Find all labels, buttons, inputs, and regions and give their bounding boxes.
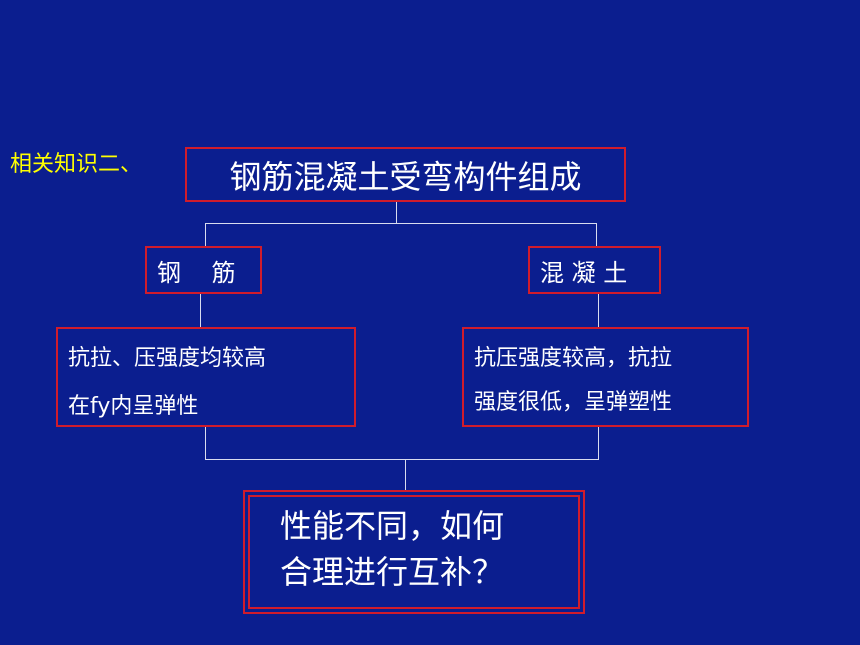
question-line2: 合理进行互补？ bbox=[280, 553, 505, 591]
connector-steel-prop-down bbox=[205, 427, 206, 459]
connector-to-steel bbox=[205, 223, 206, 246]
section-label: 相关知识二、 bbox=[10, 152, 143, 177]
connector-to-concrete bbox=[596, 223, 597, 246]
connector-concrete-prop-down bbox=[598, 427, 599, 459]
steel-property-box: 抗拉、压强度均较高 在fy内呈弹性 bbox=[56, 327, 356, 427]
concrete-property-box: 抗压强度较高，抗拉 强度很低，呈弹塑性 bbox=[462, 327, 749, 427]
concrete-property-line1: 抗压强度较高，抗拉 bbox=[474, 346, 673, 371]
connector-bottom-horizontal bbox=[205, 459, 599, 460]
connector-steel-to-prop bbox=[200, 294, 201, 327]
steel-property-line1: 抗拉、压强度均较高 bbox=[68, 346, 267, 371]
connector-title-down bbox=[396, 202, 397, 224]
steel-name: 钢 筋 bbox=[157, 258, 236, 287]
question-line1: 性能不同，如何 bbox=[280, 507, 505, 545]
title-box: 钢筋混凝土受弯构件组成 bbox=[185, 147, 626, 202]
concrete-property-line2: 强度很低，呈弹塑性 bbox=[474, 390, 673, 415]
concrete-name: 混 凝 土 bbox=[540, 258, 628, 287]
question-box: 性能不同，如何 合理进行互补？ bbox=[243, 490, 585, 614]
steel-property-line2: 在fy内呈弹性 bbox=[68, 394, 199, 419]
question-inner-box: 性能不同，如何 合理进行互补？ bbox=[248, 495, 580, 609]
concrete-box: 混 凝 土 bbox=[528, 246, 661, 294]
connector-to-question bbox=[405, 459, 406, 490]
steel-box: 钢 筋 bbox=[145, 246, 262, 294]
connector-top-horizontal bbox=[205, 223, 597, 224]
connector-concrete-to-prop bbox=[598, 294, 599, 327]
title-text: 钢筋混凝土受弯构件组成 bbox=[229, 157, 582, 196]
